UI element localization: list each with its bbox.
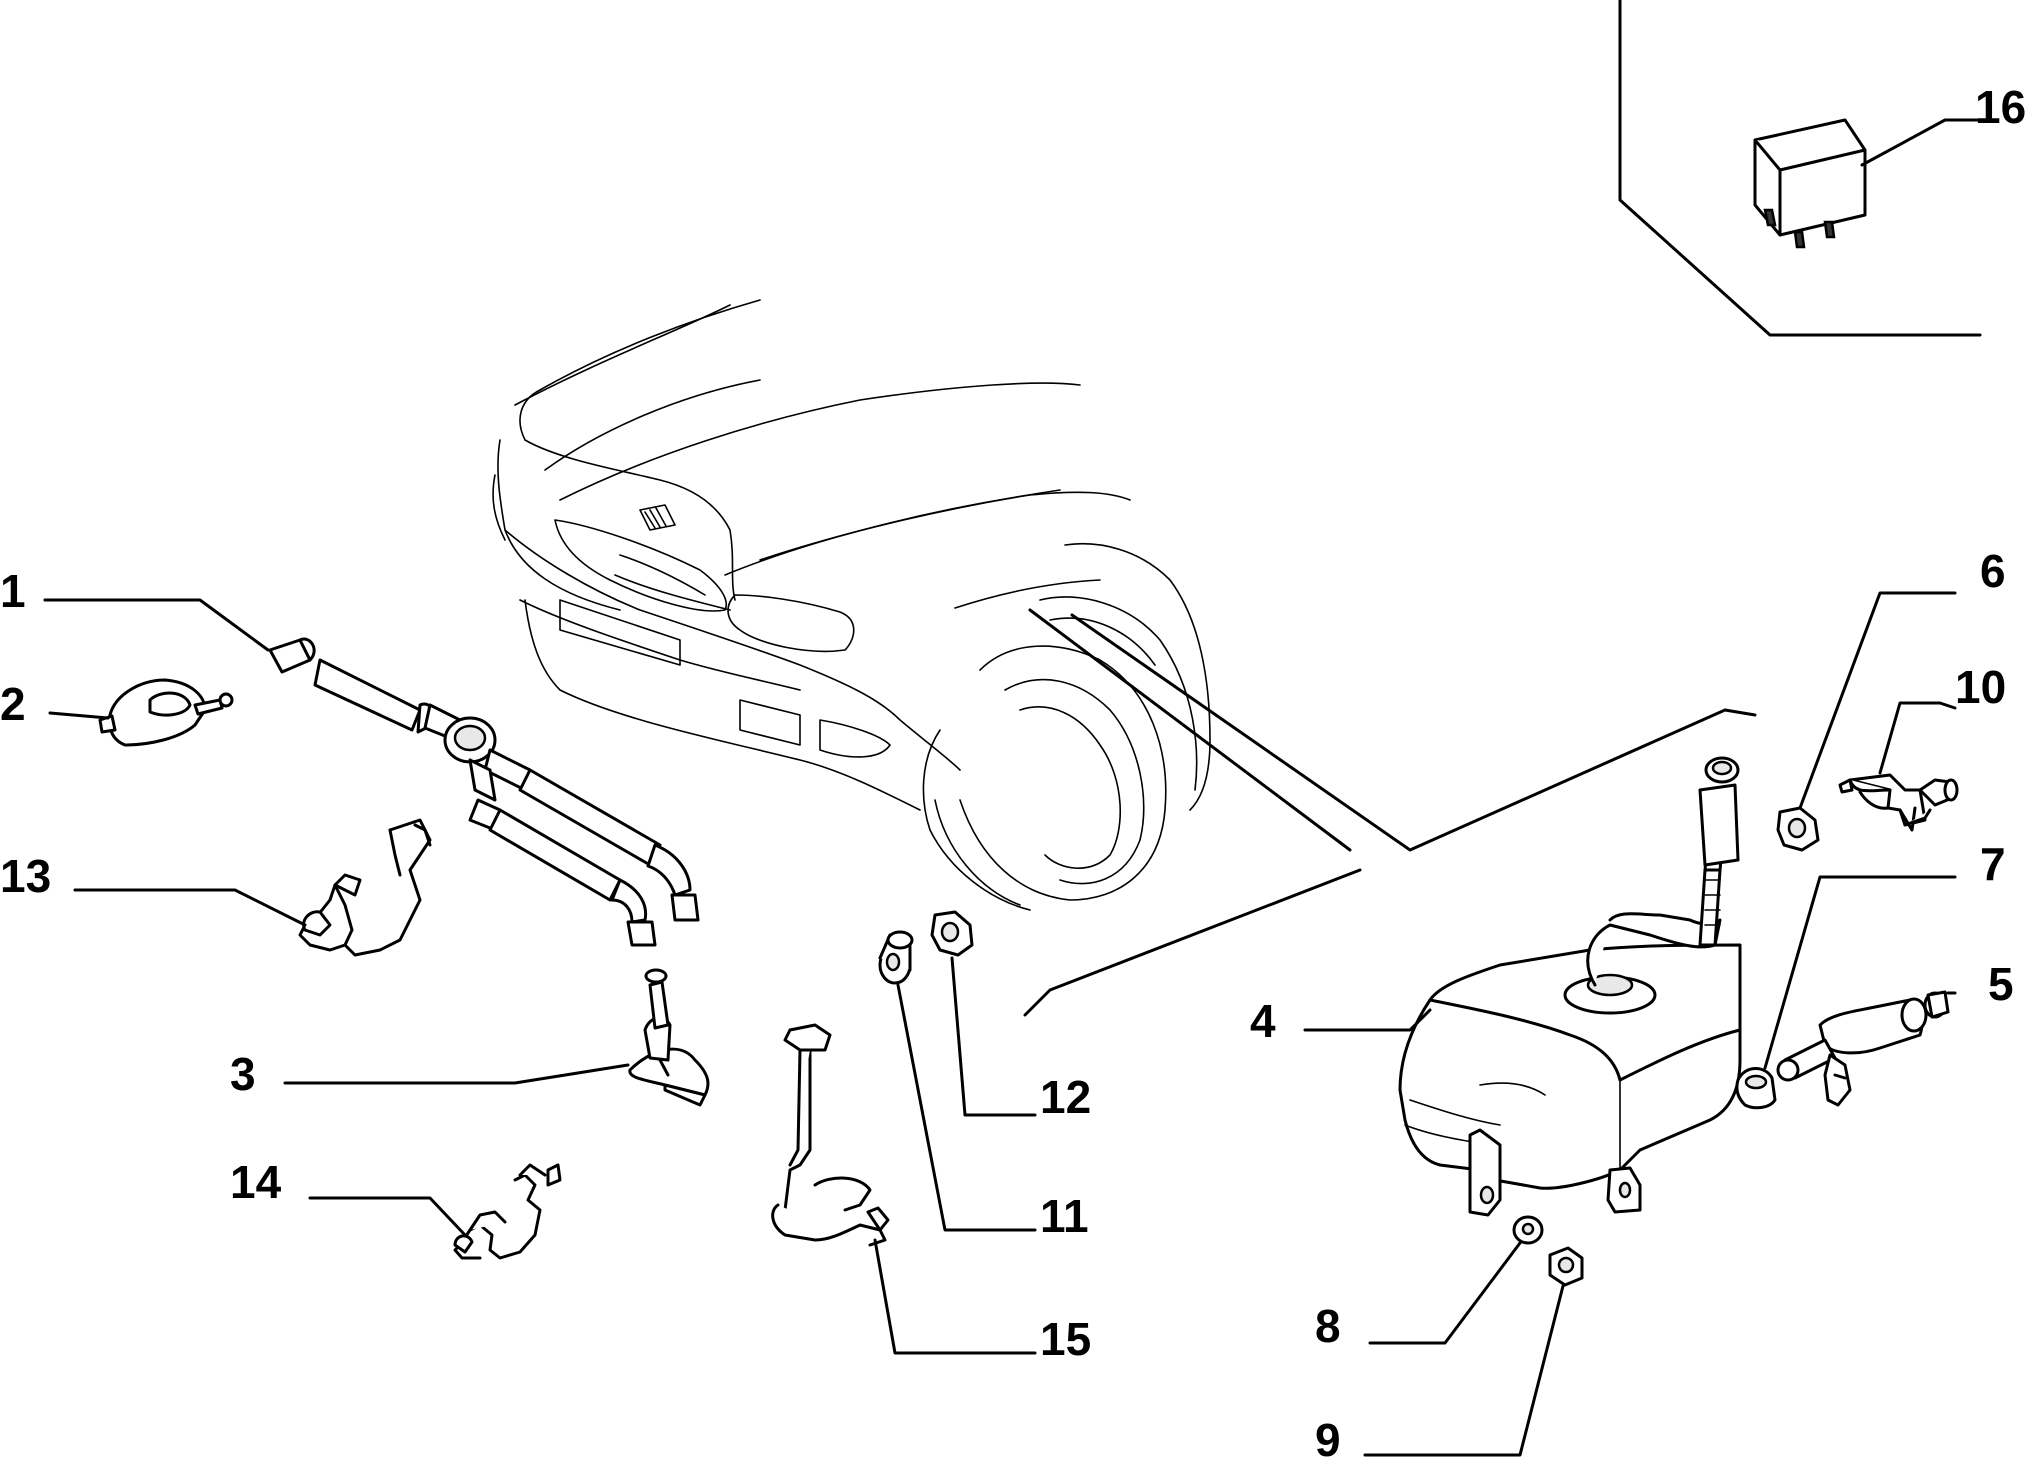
callout-7: 7 <box>1980 838 2006 890</box>
leader-4 <box>1303 1008 1432 1032</box>
leader-3 <box>283 1063 630 1085</box>
leader-16 <box>1860 118 1987 167</box>
callout-10: 10 <box>1955 661 2006 713</box>
washer-pump <box>1776 990 1950 1107</box>
relay-inset-frame <box>1618 0 1982 337</box>
callout-16: 16 <box>1975 81 2026 133</box>
callout-8: 8 <box>1315 1300 1341 1352</box>
nozzle-bracket-small <box>453 1163 562 1260</box>
leader-6 <box>1798 591 1957 810</box>
hose-clip <box>1838 773 1959 832</box>
callout-13: 13 <box>0 850 51 902</box>
front-wheel <box>934 645 1167 906</box>
callout-12: 12 <box>1040 1071 1091 1123</box>
leader-11 <box>896 983 1037 1232</box>
pump-grommet <box>1735 1067 1777 1110</box>
callout-labels: 1 2 3 4 5 6 7 8 9 10 11 12 13 14 15 16 <box>0 81 2026 1460</box>
callout-2: 2 <box>0 678 26 730</box>
rubber-grommet <box>878 930 914 985</box>
nut-9 <box>1548 1246 1584 1287</box>
leader-12 <box>950 956 1037 1117</box>
callout-3: 3 <box>230 1048 256 1100</box>
washer-hose-assembly <box>268 637 700 947</box>
callout-14: 14 <box>230 1156 282 1208</box>
leader-1 <box>43 598 270 652</box>
nut-12 <box>930 910 974 957</box>
leader-9 <box>1363 1284 1565 1457</box>
relay <box>1753 118 1867 249</box>
callout-4: 4 <box>1250 995 1276 1047</box>
washer-fluid-reservoir <box>1398 756 1742 1217</box>
logo-badge <box>639 504 676 531</box>
callout-15: 15 <box>1040 1313 1091 1365</box>
leader-lines <box>43 118 1987 1457</box>
callout-6: 6 <box>1980 545 2006 597</box>
reservoir-mounting-bracket <box>771 1023 890 1247</box>
callout-1: 1 <box>0 565 26 617</box>
nozzle-bracket-left <box>298 818 432 957</box>
leader-7 <box>1763 875 1957 1070</box>
leader-13 <box>73 888 307 927</box>
washer-8 <box>1512 1215 1544 1245</box>
headlamp-washer-nozzle-left <box>98 678 234 747</box>
car-front-outline <box>492 299 1211 911</box>
nut-6 <box>1776 806 1820 852</box>
leader-2 <box>48 711 110 720</box>
car-to-reservoir-pointer <box>1023 608 1757 1017</box>
callout-9: 9 <box>1315 1414 1341 1460</box>
callout-5: 5 <box>1988 958 2014 1010</box>
headlamp-washer-nozzle-right <box>628 968 710 1107</box>
leader-10 <box>1878 701 1957 775</box>
leader-15 <box>873 1238 1037 1355</box>
leader-14 <box>308 1196 467 1237</box>
callout-11: 11 <box>1040 1190 1089 1242</box>
leader-8 <box>1368 1241 1522 1345</box>
